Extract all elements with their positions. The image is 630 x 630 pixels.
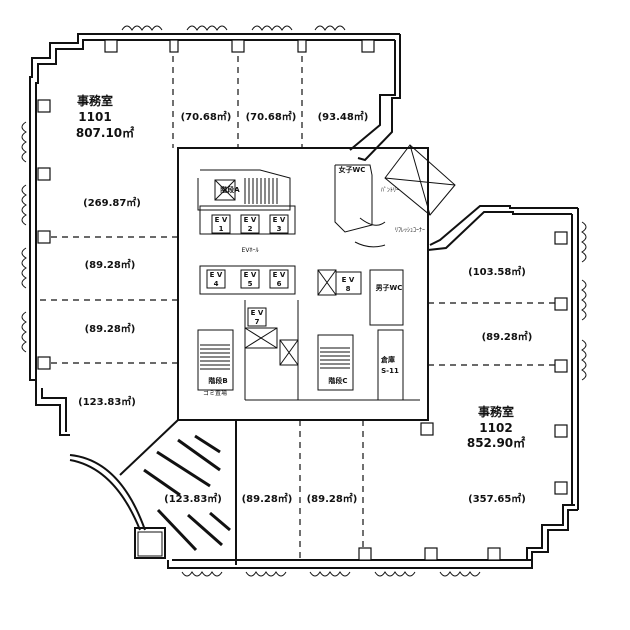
- office-1101-name: 事務室: [77, 93, 113, 108]
- section-area-left-1: (269.87㎡): [83, 196, 141, 209]
- ev-7-label: E V: [251, 309, 264, 317]
- section-area-right-1: (103.58㎡): [468, 265, 526, 278]
- ev-8-label: E V: [342, 276, 355, 284]
- elevator-1: [211, 214, 231, 234]
- elevator-4: [206, 269, 226, 289]
- stairs-c-treads: [320, 347, 350, 369]
- elevator-3: [269, 214, 289, 234]
- elevator-6: [269, 269, 289, 289]
- elevator-2: [240, 214, 260, 234]
- office-1101-area: 807.10㎡: [76, 125, 134, 140]
- section-dividers: [40, 45, 570, 565]
- hatched-area: [143, 434, 231, 552]
- elevator-7: [247, 307, 267, 327]
- core: [177, 144, 456, 421]
- ev-6-number: 6: [277, 280, 282, 288]
- ev-2-number: 2: [248, 225, 253, 233]
- ev-2-label: E V: [244, 216, 257, 224]
- womens-wc-label: 女子WC: [339, 165, 366, 174]
- section-area-left-3: (89.28㎡): [85, 322, 136, 335]
- mens-wc-room: [369, 269, 404, 326]
- ev-3-number: 3: [277, 225, 282, 233]
- ev-5-number: 5: [248, 280, 253, 288]
- windows: [21, 25, 587, 577]
- ev-7-number: 7: [255, 318, 260, 326]
- office-1102-name: 事務室: [478, 404, 514, 419]
- section-area-bottom-1: (123.83㎡): [164, 492, 222, 505]
- storage-label: 倉庫: [380, 355, 395, 364]
- elevator-hall-label: EVﾎｰﾙ: [242, 247, 259, 254]
- stairs-b-label: 階段B: [208, 376, 227, 385]
- section-area-top-2: (70.68㎡): [246, 110, 297, 123]
- section-area-top-1: (70.68㎡): [181, 110, 232, 123]
- ev-4-number: 4: [214, 280, 219, 288]
- stairs-a-treads: [244, 178, 278, 204]
- mens-wc-label: 男子WC: [376, 284, 403, 292]
- ev-3-label: E V: [273, 216, 286, 224]
- ev-4-label: E V: [210, 271, 223, 279]
- office-1102-area: 852.90㎡: [467, 435, 525, 450]
- ev-1-label: E V: [215, 216, 228, 224]
- section-area-bottom-2: (89.28㎡): [242, 492, 293, 505]
- lounge-label: ﾘﾌﾚｯｼｭｺｰﾅｰ: [395, 227, 425, 234]
- section-area-left-2: (89.28㎡): [85, 258, 136, 271]
- elevator-8: [335, 271, 362, 295]
- section-area-bottom-4: (357.65㎡): [468, 492, 526, 505]
- ev-6-label: E V: [273, 271, 286, 279]
- stairs-a-label: 階段A: [220, 185, 240, 194]
- stairs-b-treads: [200, 344, 230, 370]
- storage-number: S-11: [381, 367, 399, 375]
- garbage-room-label: ゴミ置場: [203, 389, 227, 397]
- ev-8-number: 8: [346, 285, 351, 293]
- ev-5-label: E V: [244, 271, 257, 279]
- section-area-right-2: (89.28㎡): [482, 330, 533, 343]
- office-1101-number: 1101: [78, 110, 111, 124]
- pantry-label: ﾊﾟﾝﾄﾘｰ: [381, 187, 399, 194]
- section-area-bottom-3: (89.28㎡): [307, 492, 358, 505]
- storage-room: [377, 329, 404, 401]
- columns: [37, 39, 568, 561]
- section-area-top-3: (93.48㎡): [318, 110, 369, 123]
- ev-1-number: 1: [219, 225, 224, 233]
- office-1102-number: 1102: [479, 421, 512, 435]
- section-area-left-4: (123.83㎡): [78, 395, 136, 408]
- building-outline: [29, 33, 579, 569]
- stairs-c-label: 階段C: [328, 376, 347, 385]
- elevator-5: [240, 269, 260, 289]
